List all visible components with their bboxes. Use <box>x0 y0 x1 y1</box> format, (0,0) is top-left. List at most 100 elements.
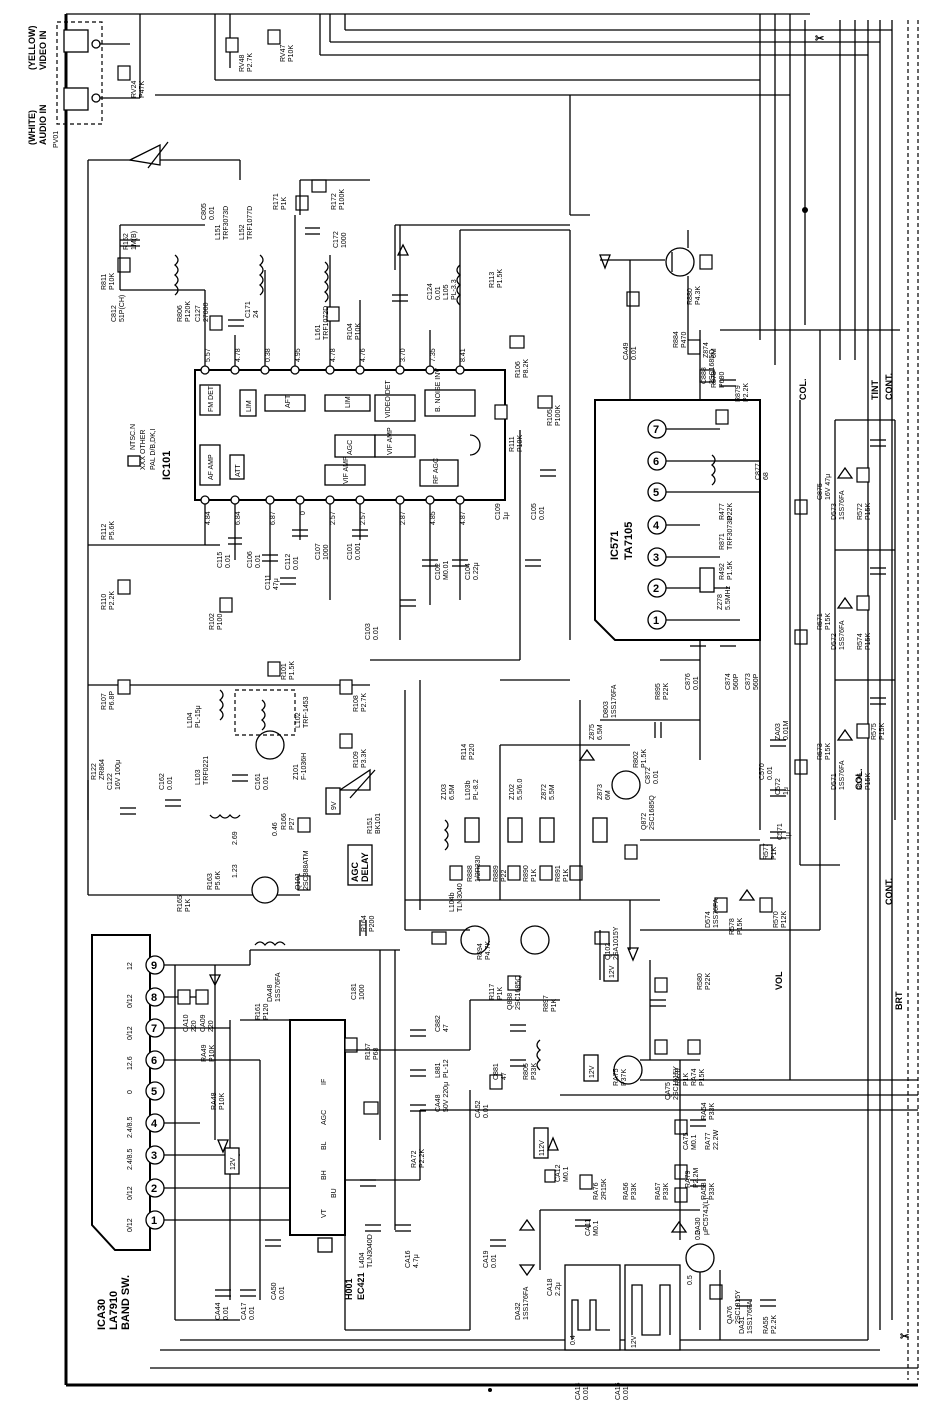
component-value: P15K <box>825 613 832 630</box>
q101-voltage-c: 0.46 <box>272 822 279 836</box>
ic101-legend-2: XXX OTHER <box>140 430 147 470</box>
white-label: (WHITE) <box>27 110 37 145</box>
component-ref: RA77 <box>705 1132 712 1150</box>
capacitor-symbols <box>120 227 886 1307</box>
component-value: 0.01 <box>491 1254 498 1268</box>
svg-text:3.70: 3.70 <box>400 348 407 362</box>
q101-voltage-b: 1.23 <box>232 864 239 878</box>
component-ref: C104 <box>465 563 472 580</box>
component-ref: Z102 <box>509 784 516 800</box>
diode-d571-icon <box>836 728 854 741</box>
component-value: 0.01 <box>767 766 774 780</box>
component-value: P47K <box>139 81 146 98</box>
component-ref: R577 <box>763 843 770 860</box>
component-value: P2.2K <box>771 1315 778 1334</box>
component-ref: R574 <box>857 633 864 650</box>
component-value: 1SS176FA <box>611 684 618 718</box>
component-value: 560P <box>733 673 740 690</box>
svg-text:7: 7 <box>653 424 659 436</box>
component-ref: DA32 <box>515 1302 522 1320</box>
component-value: P120 <box>263 1004 270 1020</box>
component-ref: CA12 <box>555 1164 562 1182</box>
component-ref: C127 <box>195 305 202 322</box>
component-ref: RA75 <box>613 1068 620 1086</box>
component-ref: CA11 <box>585 1219 592 1236</box>
block-aft: AFT <box>285 394 292 408</box>
component-value: P15K <box>865 773 872 790</box>
component-ref: D573 <box>831 503 838 520</box>
svg-text:2.57: 2.57 <box>360 511 367 525</box>
transistor-q872-icon <box>611 770 641 800</box>
ica30-pin-labels: 0/12 0/12 2.4/8.5 2.4/8.5 0 12.6 0/12 0/… <box>127 962 134 1232</box>
component-ref: C122 <box>107 773 114 790</box>
component-ref: R802 <box>633 751 640 768</box>
component-ref: C107 <box>315 543 322 560</box>
component-ref: QA76 <box>727 1306 734 1324</box>
component-ref: R873 <box>711 371 718 388</box>
component-ref: RA49 <box>201 1044 208 1062</box>
component-ref: Z101 <box>293 764 300 780</box>
component-value: P3.3K <box>361 749 368 768</box>
transistor-q101b-icon <box>251 876 279 904</box>
svg-text:5: 5 <box>151 1086 157 1098</box>
svg-text:3: 3 <box>653 552 659 564</box>
component-ref: R113 <box>489 272 496 288</box>
component-value: P15K <box>737 918 744 935</box>
svg-text:6: 6 <box>653 456 659 468</box>
component-ref: R879 <box>735 385 742 402</box>
component-value: 560P <box>753 673 760 690</box>
block-rf-agc: RF AGC <box>433 458 440 484</box>
svg-text:5: 5 <box>653 487 659 499</box>
component-value: P1.5K <box>641 749 648 768</box>
label-col-bottom: COL. <box>854 769 864 791</box>
component-value: P470 <box>681 332 688 348</box>
component-ref: Z278 <box>717 594 724 610</box>
svg-text:BU: BU <box>331 1188 338 1198</box>
svg-text:6.87: 6.87 <box>270 511 277 525</box>
component-ref: C103 <box>365 623 372 640</box>
component-value: P680 <box>719 372 726 388</box>
component-ref: C111 <box>265 574 272 590</box>
component-value: P1K <box>551 998 558 1012</box>
svg-text:12.6: 12.6 <box>127 1056 134 1070</box>
component-ref: RA78 <box>675 1068 682 1086</box>
svg-text:9: 9 <box>151 960 157 972</box>
component-value: P10K <box>288 45 295 62</box>
svg-text:0: 0 <box>127 1090 134 1094</box>
component-value: TRF1077D <box>247 206 254 240</box>
component-value: 6M <box>605 790 612 800</box>
transistor-qa76-icon <box>685 1243 715 1273</box>
component-value: 6M <box>711 348 718 358</box>
ica30-chip: ICA30 LA7910 BAND SW. 1 2 3 4 5 6 7 8 9 … <box>91 934 400 1330</box>
component-ref: C872 <box>645 767 652 784</box>
component-ref: R102 <box>209 613 216 630</box>
component-value: P22 <box>501 869 508 882</box>
supply-markers: 9V AGC DELAY 12V 12V 12V 112V 2.69 1.23 … <box>224 787 702 1285</box>
component-ref: C112 <box>285 554 292 570</box>
component-ref: DA30 <box>695 1217 702 1235</box>
component-ref: CA75 <box>683 1132 690 1150</box>
component-ref: RA57 <box>655 1182 662 1200</box>
component-value: TRF0221 <box>203 756 210 785</box>
svg-text:2: 2 <box>151 1183 157 1195</box>
svg-text:4: 4 <box>151 1118 158 1130</box>
component-value: F-1036H <box>301 753 308 780</box>
block-vif-amp: VIF AMP <box>343 456 350 484</box>
component-value: 220 <box>208 1020 215 1032</box>
component-value: M0.1 <box>593 1220 600 1236</box>
component-ref: Z874 <box>703 342 710 358</box>
component-ref: C105 <box>531 503 538 520</box>
component-ref: R805 <box>523 1063 530 1080</box>
component-value: 47 <box>501 1072 508 1080</box>
component-value: 2SC1685Q <box>649 795 656 830</box>
svg-text:2: 2 <box>653 583 659 595</box>
ceramic-filters <box>464 567 715 843</box>
component-value: P220 <box>469 744 476 760</box>
component-ref: L152 <box>239 224 246 240</box>
component-ref: C805 <box>201 203 208 220</box>
component-value: 1SS76FA <box>839 620 846 650</box>
component-value: 0.22μ <box>473 562 480 580</box>
component-ref: R880 <box>687 288 694 305</box>
component-ref: RA56 <box>623 1182 630 1200</box>
component-ref: RA48 <box>211 1092 218 1110</box>
